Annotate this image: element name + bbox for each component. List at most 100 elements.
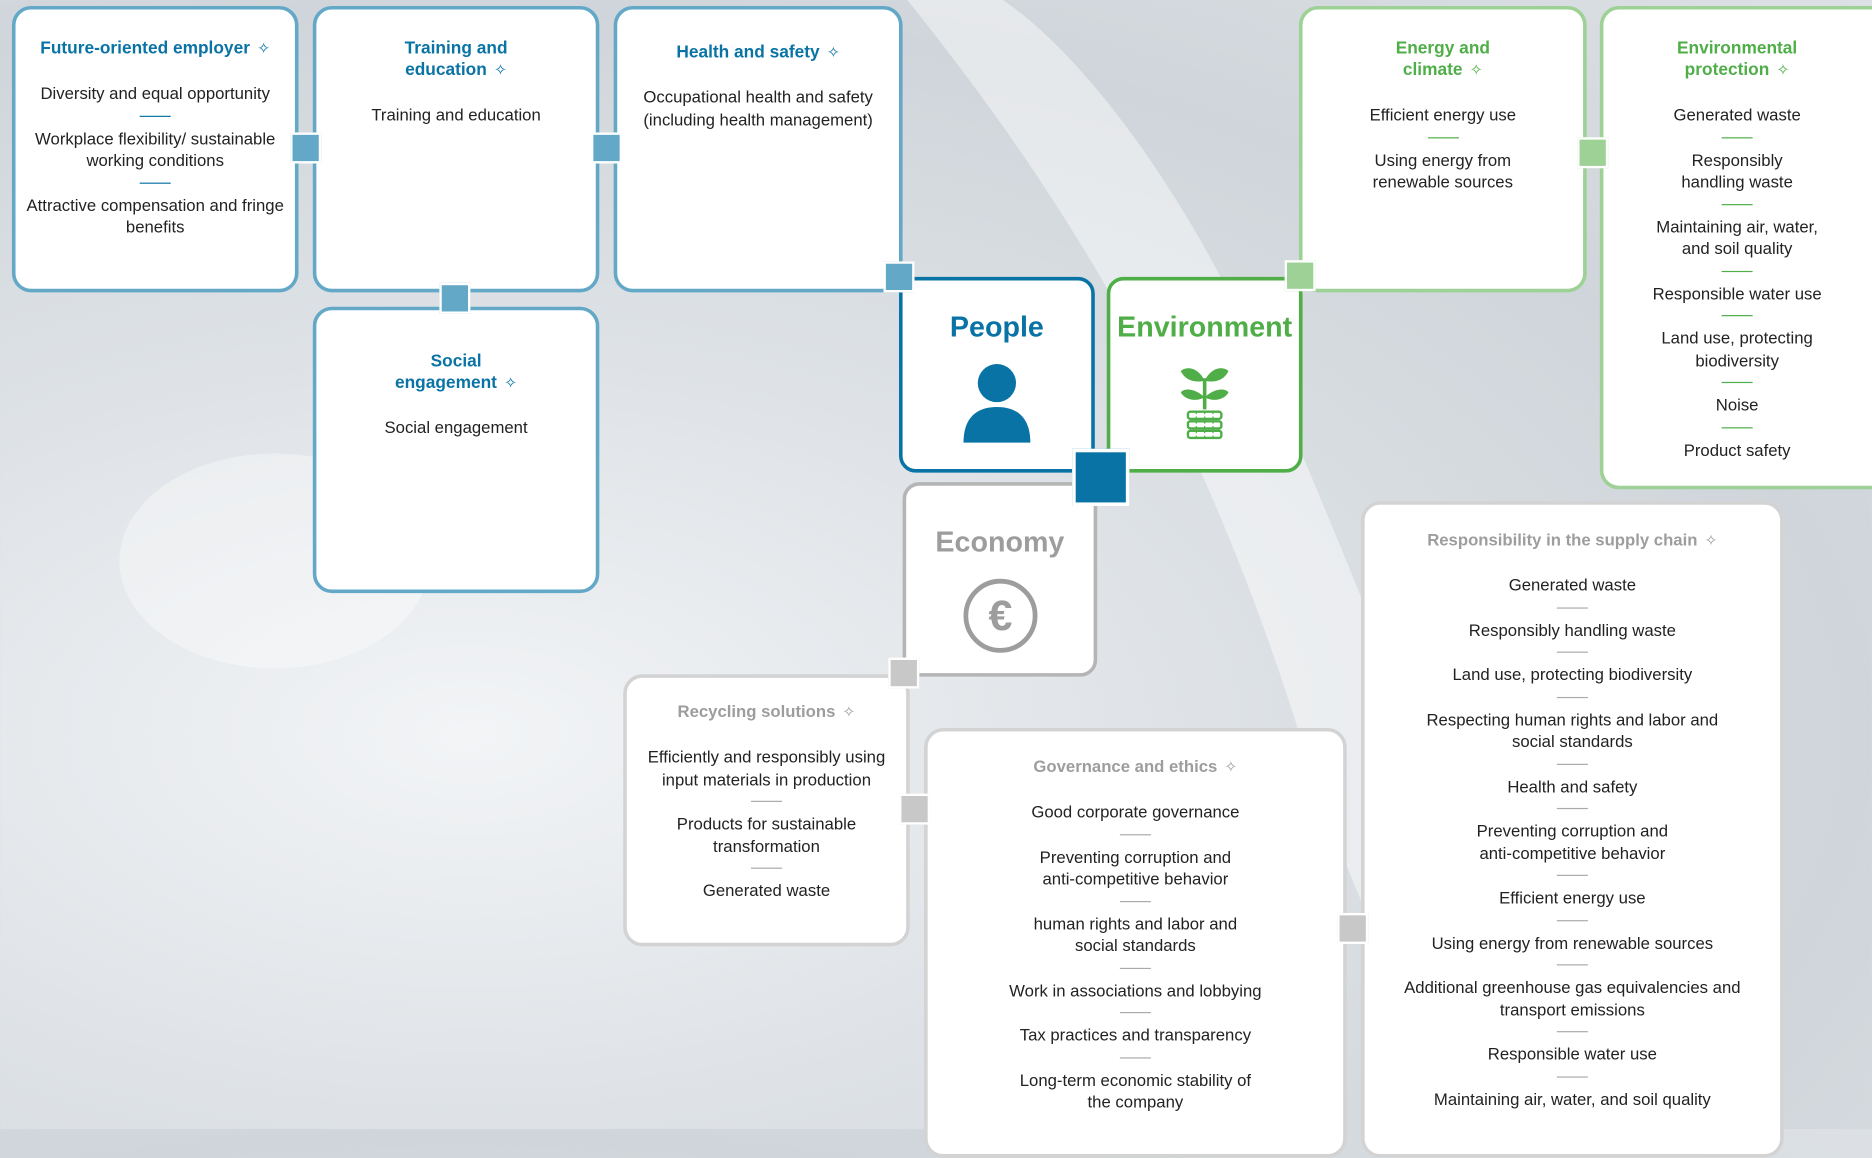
box-title: Recycling solutions [677,701,836,721]
divider [139,181,171,184]
list-item: Maintaining air, water, and soil quality [1433,1088,1711,1109]
list-item: Efficient energy use [1369,105,1517,125]
hub-environment-label: Environment [1117,311,1293,344]
box-governance-and-ethics: Governance and ethics ✧ Good corporate g… [924,727,1347,1158]
divider [1556,1075,1588,1078]
plant-coins-icon [1180,368,1229,440]
box-title: Energy and climate [1395,39,1490,80]
box-health-and-safety: Health and safety ✧ Occupational health … [613,5,903,293]
box-title: Social engagement [394,352,497,393]
divider [1721,136,1753,138]
hub-environment: Environment [1106,276,1303,473]
connector-square [888,657,920,689]
list-item: Tax practices and transparency [1019,1025,1252,1045]
list-item: Noise [1715,395,1759,415]
svg-text:€: € [988,592,1012,640]
hub-people-label: People [949,311,1044,344]
list-item: Generated waste [1508,575,1637,595]
euro-icon: € [962,578,1037,653]
connector-square [290,132,322,164]
box-recycling-solutions: Recycling solutions ✧ Efficiently and re… [623,674,910,947]
box-title: Health and safety [676,42,820,63]
hub-economy-label: Economy [935,526,1065,559]
connector-square [899,793,931,825]
leaf-icon: ✧ [1704,531,1718,549]
connector-square [1337,912,1369,944]
divider [1119,833,1151,835]
list-item: Training and education [371,105,541,125]
list-item: Responsibly handling waste [1468,619,1676,640]
leaf-icon: ✧ [494,60,508,79]
divider [1721,381,1753,384]
list-item: Social engagement [384,417,528,437]
connector-square [590,132,623,164]
list-item: Land use, protecting biodiversity [1661,328,1813,370]
divider [1556,874,1588,876]
list-item: Attractive compensation and fringe benef… [26,195,284,237]
divider [1556,651,1588,653]
divider [1119,900,1151,902]
list-item: Diversity and equal opportunity [40,83,270,103]
divider [1556,696,1588,698]
list-item: Using energy from renewable sources [1372,149,1513,191]
divider [1556,964,1588,966]
box-title: Governance and ethics [1033,756,1218,776]
divider [1556,807,1588,810]
connector-square [1577,137,1609,169]
box-title: Future-oriented employer [40,39,250,59]
center-connector-square [1072,448,1130,507]
leaf-icon: ✧ [826,42,840,61]
hub-economy: Economy € [902,482,1098,677]
divider [750,867,783,869]
divider [1119,967,1151,969]
box-responsibility-in-supply-chain: Responsibility in the supply chain ✧ Gen… [1361,501,1784,1158]
divider [1556,919,1588,921]
divider [1556,763,1588,765]
divider [139,115,171,117]
box-environmental-protection: Environmental protection ✧ Generated was… [1599,5,1872,490]
list-item: Efficient energy use [1499,887,1646,907]
list-item: Responsibly handling waste [1681,149,1793,191]
list-item: Additional greenhouse gas equivalencies … [1404,977,1741,1019]
list-item: Using energy from renewable sources [1431,932,1714,952]
leaf-icon: ✧ [1469,60,1483,79]
list-item: Respecting human rights and labor and so… [1426,709,1719,751]
divider [1556,1031,1588,1033]
divider [1721,203,1753,205]
divider [1556,606,1588,609]
divider [1721,315,1753,317]
box-title: Training and education [404,39,508,80]
divider [750,800,783,802]
list-item: Responsible water use [1487,1044,1657,1064]
leaf-icon: ✧ [842,702,856,721]
box-future-oriented-employer: Future-oriented employer ✧ Diversity and… [11,5,299,293]
list-item: human rights and labor and social standa… [1033,913,1238,955]
box-title: Environmental protection [1677,39,1798,80]
connector-square [883,261,915,293]
materiality-diagram: Future-oriented employer ✧ Diversity and… [11,5,1872,1158]
box-title: Responsibility in the supply chain [1427,529,1698,549]
list-item: Health and safety [1507,776,1638,796]
list-item: Workplace flexibility/ sustainable worki… [35,128,276,170]
list-item: Preventing corruption and anti-competiti… [1476,821,1669,863]
leaf-icon: ✧ [1224,757,1238,776]
list-item: Long-term economic stability of the comp… [1019,1069,1252,1112]
divider [1721,426,1753,428]
divider [1427,136,1459,138]
list-item: Product safety [1683,439,1791,459]
list-item: Land use, protecting biodiversity [1452,664,1693,684]
divider [1721,270,1753,272]
list-item: Good corporate governance [1031,801,1240,822]
leaf-icon: ✧ [1776,60,1790,79]
connector-square [1284,260,1316,292]
box-energy-and-climate: Energy and climate ✧ Efficient energy us… [1298,5,1587,293]
connector-square [439,282,471,314]
list-item: Preventing corruption and anti-competiti… [1039,846,1232,888]
box-social-engagement: Social engagement ✧ Social engagement [312,306,600,594]
list-item: Maintaining air, water, and soil quality [1656,216,1818,258]
list-item: Generated waste [702,880,831,900]
hub-people: People [899,276,1095,473]
leaf-icon: ✧ [504,373,518,392]
leaf-icon: ✧ [257,39,271,58]
list-item: Efficiently and responsibly using input … [647,747,886,789]
